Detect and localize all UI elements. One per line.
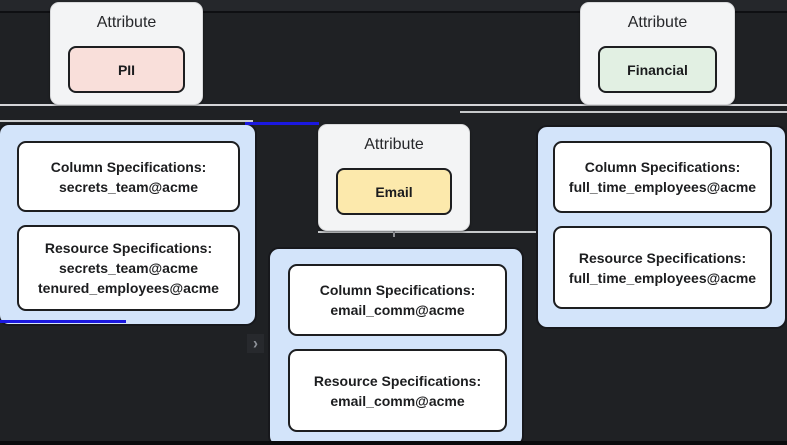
resource-spec-label: Resource Specifications: bbox=[313, 372, 482, 389]
resource-spec-value: secrets_team@acme bbox=[59, 260, 198, 276]
attribute-tag-pii: PII bbox=[68, 46, 185, 93]
attribute-node-title: Attribute bbox=[627, 14, 688, 31]
resource-spec-value: tenured_employees@acme bbox=[38, 280, 219, 296]
column-specifications-box: Column Specifications: full_time_employe… bbox=[553, 141, 772, 213]
edge-stub bbox=[393, 231, 395, 237]
arrow-right-icon: › bbox=[253, 334, 258, 353]
divider-line bbox=[0, 104, 787, 106]
resource-spec-value: email_comm@acme bbox=[330, 392, 465, 409]
spec-group-financial: Column Specifications: full_time_employe… bbox=[536, 125, 787, 329]
column-spec-value: full_time_employees@acme bbox=[568, 179, 757, 195]
column-spec-label: Column Specifications: bbox=[50, 158, 207, 175]
attribute-tag-financial: Financial bbox=[598, 46, 717, 93]
spec-group-pii: Column Specifications: secrets_team@acme… bbox=[0, 123, 257, 326]
column-specifications-box: Column Specifications: secrets_team@acme bbox=[17, 141, 240, 212]
resource-specifications-box: Resource Specifications: full_time_emplo… bbox=[553, 226, 772, 309]
resource-spec-value: full_time_employees@acme bbox=[568, 269, 757, 286]
attribute-tag-email: Email bbox=[336, 168, 452, 215]
divider-line bbox=[318, 231, 537, 233]
spec-group-email: Column Specifications: email_comm@acme R… bbox=[268, 247, 524, 445]
attribute-node-pii: Attribute PII bbox=[50, 2, 203, 105]
edge-line-blue-bottom-left bbox=[0, 320, 126, 323]
background-band-bottom bbox=[0, 441, 787, 445]
column-spec-value: secrets_team@acme bbox=[59, 178, 198, 195]
resource-specifications-box: Resource Specifications: email_comm@acme bbox=[288, 349, 507, 432]
attribute-node-financial: Attribute Financial bbox=[580, 2, 735, 105]
divider-line bbox=[0, 120, 253, 122]
attribute-node-title: Attribute bbox=[96, 14, 157, 31]
column-spec-label: Column Specifications: bbox=[319, 282, 476, 298]
column-specifications-box: Column Specifications: email_comm@acme bbox=[288, 264, 507, 336]
arrowhead-chip: › bbox=[247, 334, 264, 353]
attribute-node-title: Attribute bbox=[364, 136, 424, 153]
attribute-node-email: Attribute Email bbox=[318, 124, 470, 231]
column-spec-label: Column Specifications: bbox=[584, 159, 741, 175]
column-spec-value: email_comm@acme bbox=[330, 302, 465, 318]
resource-specifications-box: Resource Specifications: secrets_team@ac… bbox=[17, 225, 240, 311]
divider-line bbox=[460, 111, 787, 113]
resource-spec-label: Resource Specifications: bbox=[578, 249, 747, 266]
edge-line-blue-top bbox=[245, 122, 319, 125]
resource-spec-label: Resource Specifications: bbox=[44, 240, 213, 256]
